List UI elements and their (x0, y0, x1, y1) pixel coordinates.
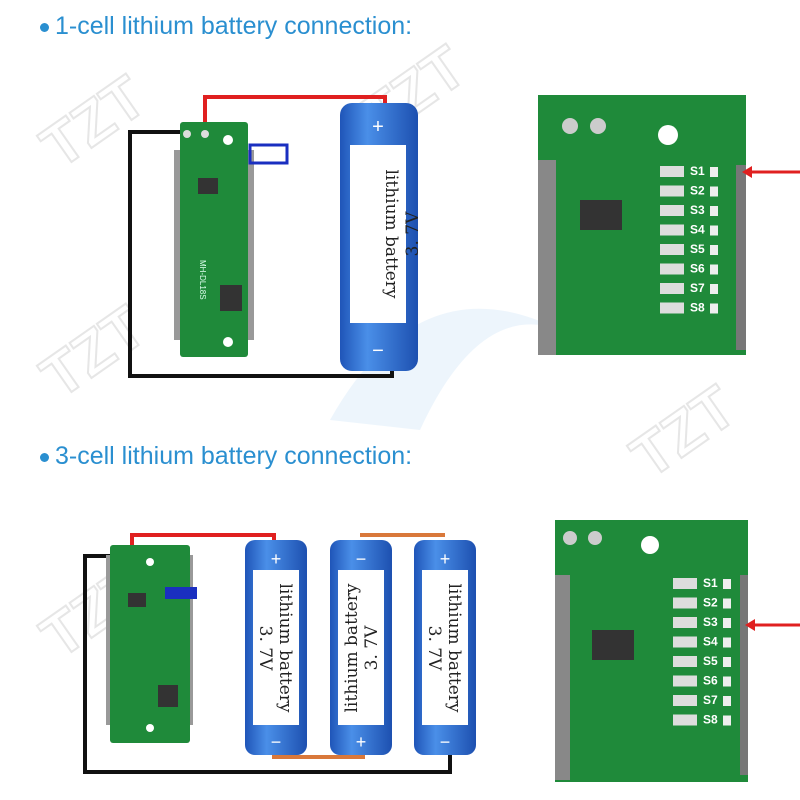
closeup2-label-s4: S4 (703, 635, 718, 649)
pad (710, 303, 718, 314)
battery-type-label: lithium battery (444, 583, 464, 712)
battery-voltage-label: 3. 7V (255, 626, 275, 671)
closeup2-label-s7: S7 (703, 693, 718, 707)
pad (723, 618, 731, 628)
closeup1-label-s4: S4 (690, 223, 705, 237)
pad (723, 579, 731, 589)
smd-resistor (660, 224, 684, 236)
smd-resistor (673, 636, 697, 648)
battery-terminal-bottom: + (356, 732, 367, 752)
battery-voltage-label: 3. 7V (424, 626, 444, 671)
s1-highlight-box (248, 143, 289, 165)
arrowhead-icon (745, 619, 755, 631)
closeup1-label-s5: S5 (690, 242, 705, 256)
battery-minus-label: − (372, 340, 384, 362)
battery-type-label: lithium battery (275, 583, 295, 712)
pad (710, 225, 718, 236)
closeup2-label-s3: S3 (703, 615, 718, 629)
pad (723, 598, 731, 609)
board-model-label: MH-DL18S (198, 260, 207, 300)
battery-type-label: lithium battery (381, 169, 401, 298)
watermark-text: TZT (29, 293, 157, 411)
smd-resistor (673, 714, 697, 726)
section1-title-text: 1-cell lithium battery connection: (55, 12, 413, 40)
closeup1-label-s8: S8 (690, 301, 705, 315)
watermark-logo (330, 308, 560, 430)
closeup1-label-s7: S7 (690, 281, 705, 295)
battery-voltage-label: 3. 7V (403, 211, 423, 256)
section2-title: 3-cell lithium battery connection: (40, 442, 412, 471)
black-wire (128, 130, 394, 378)
pcb-board-2 (106, 545, 197, 743)
red-wire (203, 95, 387, 130)
smd-resistor (660, 185, 684, 197)
pad (723, 637, 731, 648)
pad (723, 657, 731, 667)
smd-resistor (660, 166, 684, 177)
smd-resistor (673, 597, 697, 609)
bullet-icon (40, 452, 49, 462)
pcb-board-1: MH-DL18S (174, 122, 289, 357)
watermark-text: TZT (619, 373, 747, 491)
pad (710, 245, 718, 255)
watermark-text: TZT (29, 63, 157, 181)
closeup1-label-s2: S2 (690, 184, 705, 198)
closeup1-label-s6: S6 (690, 262, 705, 276)
smd-resistor (673, 656, 697, 667)
smd-resistor (660, 302, 684, 314)
pad (710, 284, 718, 294)
black-wire-2 (83, 554, 452, 774)
smd-resistor (660, 283, 684, 294)
battery-terminal-top: + (271, 549, 282, 569)
pad (723, 676, 731, 687)
battery-voltage-label: 3. 7V (362, 625, 382, 670)
smd-resistor (673, 695, 697, 706)
closeup2-label-s1: S1 (703, 576, 718, 590)
closeup1-label-s1: S1 (690, 164, 705, 178)
battery-terminal-bottom: − (271, 732, 282, 752)
smd-resistor (660, 263, 684, 275)
closeup2-label-s6: S6 (703, 674, 718, 688)
battery-terminal-bottom: − (440, 732, 451, 752)
closeup1-label-s3: S3 (690, 203, 705, 217)
pad (723, 696, 731, 706)
smd-resistor (673, 617, 697, 628)
closeup2-label-s8: S8 (703, 713, 718, 727)
battery-plus-label: + (372, 116, 384, 138)
smd-resistor (673, 578, 697, 589)
pad (710, 186, 718, 197)
battery-type-label: lithium battery (342, 583, 362, 712)
closeup2-label-s5: S5 (703, 654, 718, 668)
smd-resistor (673, 675, 697, 687)
bullet-icon (40, 22, 49, 32)
battery-terminal-top: + (440, 549, 451, 569)
smd-resistor (660, 205, 684, 216)
pad (710, 167, 718, 177)
pad (710, 264, 718, 275)
closeup2-label-s2: S2 (703, 596, 718, 610)
pad (710, 206, 718, 216)
section1-title: 1-cell lithium battery connection: (40, 12, 412, 41)
arrowhead-icon (742, 166, 752, 178)
section2-title-text: 3-cell lithium battery connection: (55, 442, 413, 470)
smd-resistor (660, 244, 684, 255)
battery-terminal-top: − (356, 549, 367, 569)
s3-highlight-box (165, 587, 197, 599)
battery-1: + − lithium battery 3. 7V (340, 103, 423, 371)
pad (723, 715, 731, 726)
red-wire-2 (130, 533, 276, 548)
